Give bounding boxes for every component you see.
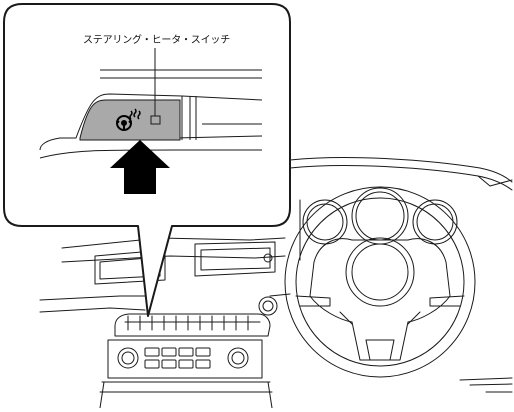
dashboard-top bbox=[289, 157, 513, 191]
center-dashboard bbox=[39, 237, 286, 316]
arrow-up-icon bbox=[110, 140, 170, 194]
callout bbox=[3, 3, 291, 317]
climate-panel bbox=[99, 313, 273, 409]
steering-wheel bbox=[284, 186, 476, 378]
callout-label: ステアリング・ヒータ・スイッチ bbox=[83, 35, 230, 46]
steering-heater-icon bbox=[116, 108, 141, 131]
instrument-cluster bbox=[302, 187, 458, 245]
steering-column-area bbox=[269, 199, 513, 393]
